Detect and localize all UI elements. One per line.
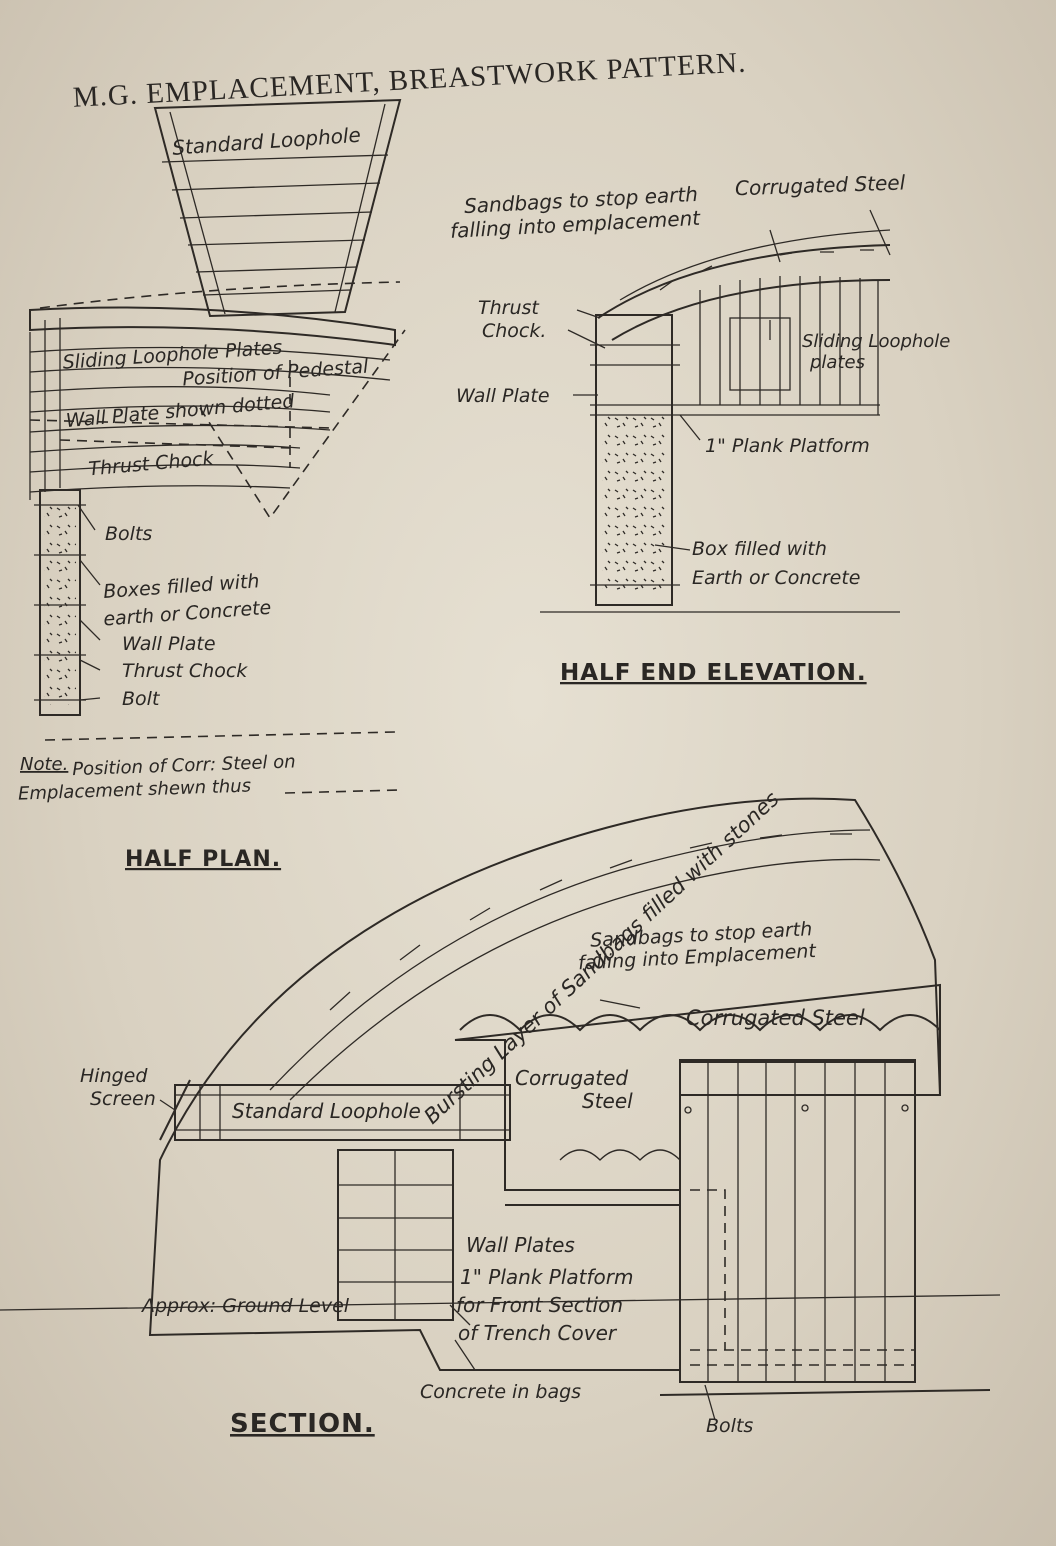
half-end-elevation-drawing — [540, 209, 900, 613]
label-boxes-filled-1: Boxes filled with — [103, 570, 261, 603]
label-bolt-plan: Bolt — [122, 688, 161, 710]
label-box-filled-elev-1: Box filled with — [692, 538, 827, 560]
label-thrust-chock-plan: Thrust Chock — [88, 447, 216, 480]
label-concrete-bags: Concrete in bags — [420, 1381, 581, 1403]
label-corrugated-section-2a: Corrugated — [515, 1066, 628, 1090]
label-wall-plate-elev: Wall Plate — [456, 385, 550, 407]
note-dash-sample — [284, 789, 401, 794]
label-plank-platform-elev: 1" Plank Platform — [705, 435, 870, 457]
label-standard-loophole-section: Standard Loophole — [232, 1099, 421, 1123]
label-plank-1: 1" Plank Platform — [460, 1265, 633, 1289]
label-note-text-2: Emplacement shewn thus — [18, 775, 252, 804]
label-plank-2: for Front Section — [456, 1293, 623, 1317]
label-screen: Screen — [90, 1088, 156, 1110]
drawing-title: M.G. EMPLACEMENT, BREASTWORK PATTERN. — [72, 47, 747, 114]
label-thrust-chock-plan-2: Thrust Chock — [122, 660, 248, 682]
label-box-filled-elev-2: Earth or Concrete — [692, 567, 861, 589]
section-drawing — [0, 797, 1001, 1421]
label-wall-plate-plan: Wall Plate — [122, 633, 216, 655]
label-standard-loophole-plan: Standard Loophole — [171, 123, 361, 160]
label-corrugated-steel-elev: Corrugated Steel — [735, 170, 906, 200]
label-note: Note. — [20, 754, 68, 775]
label-chock-elev-2: Chock. — [482, 320, 546, 342]
label-ground-level: Approx: Ground Level — [140, 1295, 350, 1317]
label-plank-3: of Trench Cover — [458, 1321, 618, 1345]
label-bolts-section: Bolts — [706, 1415, 753, 1437]
label-hinged: Hinged — [80, 1065, 148, 1087]
label-wall-plates: Wall Plates — [466, 1233, 575, 1257]
label-thrust-elev-1: Thrust — [478, 297, 540, 319]
label-sliding-elev-1: Sliding Loophole — [802, 331, 950, 352]
label-note-text-1: Position of Corr: Steel on — [72, 751, 296, 780]
caption-half-plan: HALF PLAN. — [125, 847, 281, 872]
caption-section: SECTION. — [230, 1409, 375, 1439]
label-bolts-plan: Bolts — [105, 523, 152, 545]
label-steel-section-2b: Steel — [582, 1089, 633, 1113]
label-sliding-elev-2: plates — [809, 352, 865, 373]
half-plan-drawing — [29, 98, 406, 741]
label-corrugated-steel-section: Corrugated Steel — [686, 1006, 865, 1030]
label-boxes-filled-2: earth or Concrete — [103, 597, 272, 631]
caption-half-end-elevation: HALF END ELEVATION. — [560, 660, 867, 686]
